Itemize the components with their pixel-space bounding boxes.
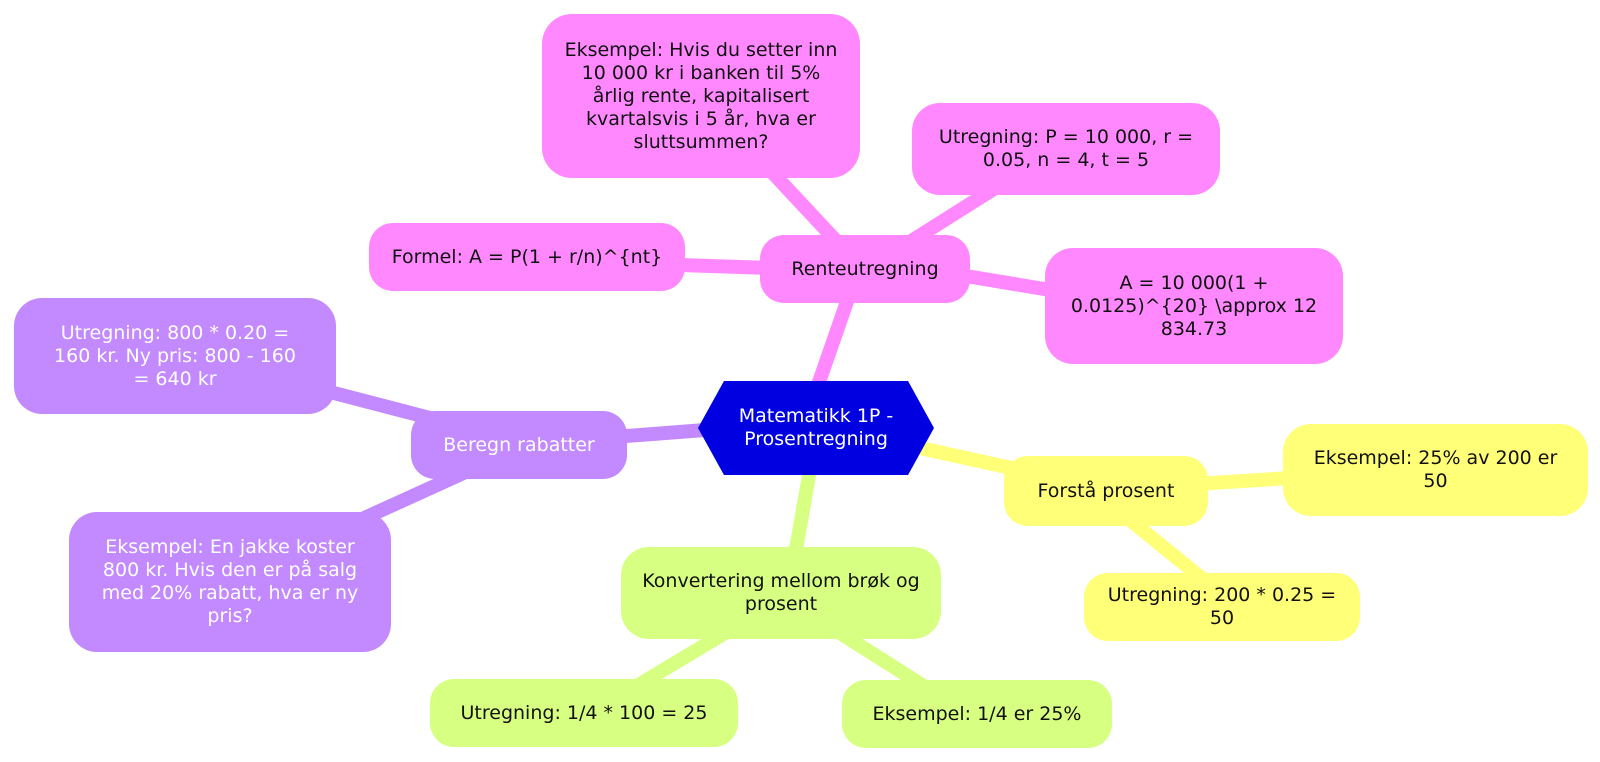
- node-renteutregning-eksempel[interactable]: Eksempel: Hvis du setter inn 10 000 kr i…: [542, 14, 860, 178]
- edge-rabatter-utregning: [328, 385, 432, 425]
- node-forsta-eksempel[interactable]: Eksempel: 25% av 200 er 50: [1283, 424, 1588, 516]
- node-label: Beregn rabatter: [443, 433, 595, 456]
- root-hexagon: [698, 381, 934, 475]
- node-label: Utregning: 1/4 * 100 = 25: [460, 701, 708, 724]
- node-label: A = 10 000(1 + 0.0125)^{20} \approx 12 8…: [1070, 271, 1318, 340]
- node-konvertering[interactable]: Konvertering mellom brøk og prosent: [621, 547, 941, 639]
- node-label: Eksempel: 25% av 200 er 50: [1313, 447, 1558, 492]
- node-konvertering-eksempel[interactable]: Eksempel: 1/4 er 25%: [842, 680, 1112, 748]
- node-konvertering-utregning[interactable]: Utregning: 1/4 * 100 = 25: [430, 679, 738, 747]
- node-label: Utregning: 800 * 0.20 = 160 kr. Ny pris:…: [54, 321, 296, 390]
- node-label: Eksempel: 1/4 er 25%: [872, 702, 1082, 725]
- edge-renteutregning-eksempel: [764, 165, 846, 250]
- edge-root-konvertering: [788, 468, 817, 557]
- node-rabatter-utregning[interactable]: Utregning: 800 * 0.20 = 160 kr. Ny pris:…: [14, 298, 336, 414]
- node-renteutregning[interactable]: Renteutregning: [760, 235, 970, 303]
- node-beregn-rabatter[interactable]: Beregn rabatter: [411, 411, 627, 479]
- node-renteutregning-result[interactable]: A = 10 000(1 + 0.0125)^{20} \approx 12 8…: [1045, 248, 1343, 364]
- root-node[interactable]: Matematikk 1P - Prosentregning: [698, 381, 934, 475]
- node-label: Konvertering mellom brøk og prosent: [642, 570, 920, 615]
- node-label: Utregning: 200 * 0.25 = 50: [1107, 584, 1337, 629]
- root-label: Matematikk 1P - Prosentregning: [738, 405, 894, 450]
- node-renteutregning-formel[interactable]: Formel: A = P(1 + r/n)^{nt}: [369, 223, 685, 291]
- edge-renteutregning-result: [958, 268, 1052, 297]
- edge-renteutregning-formel: [679, 258, 771, 275]
- node-label: Forstå prosent: [1037, 479, 1175, 502]
- node-label: Renteutregning: [791, 257, 939, 280]
- edge-root-forsta: [918, 441, 1022, 477]
- node-rabatter-eksempel[interactable]: Eksempel: En jakke koster 800 kr. Hvis d…: [69, 512, 391, 652]
- node-forsta-utregning[interactable]: Utregning: 200 * 0.25 = 50: [1084, 573, 1360, 641]
- node-label: Utregning: P = 10 000, r = 0.05, n = 4, …: [938, 126, 1194, 171]
- node-renteutregning-utregning[interactable]: Utregning: P = 10 000, r = 0.05, n = 4, …: [912, 103, 1220, 195]
- node-label: Eksempel: En jakke koster 800 kr. Hvis d…: [101, 536, 359, 627]
- node-label: Eksempel: Hvis du setter inn 10 000 kr i…: [564, 38, 838, 153]
- node-forsta-prosent[interactable]: Forstå prosent: [1004, 456, 1208, 526]
- node-label: Formel: A = P(1 + r/n)^{nt}: [391, 245, 663, 268]
